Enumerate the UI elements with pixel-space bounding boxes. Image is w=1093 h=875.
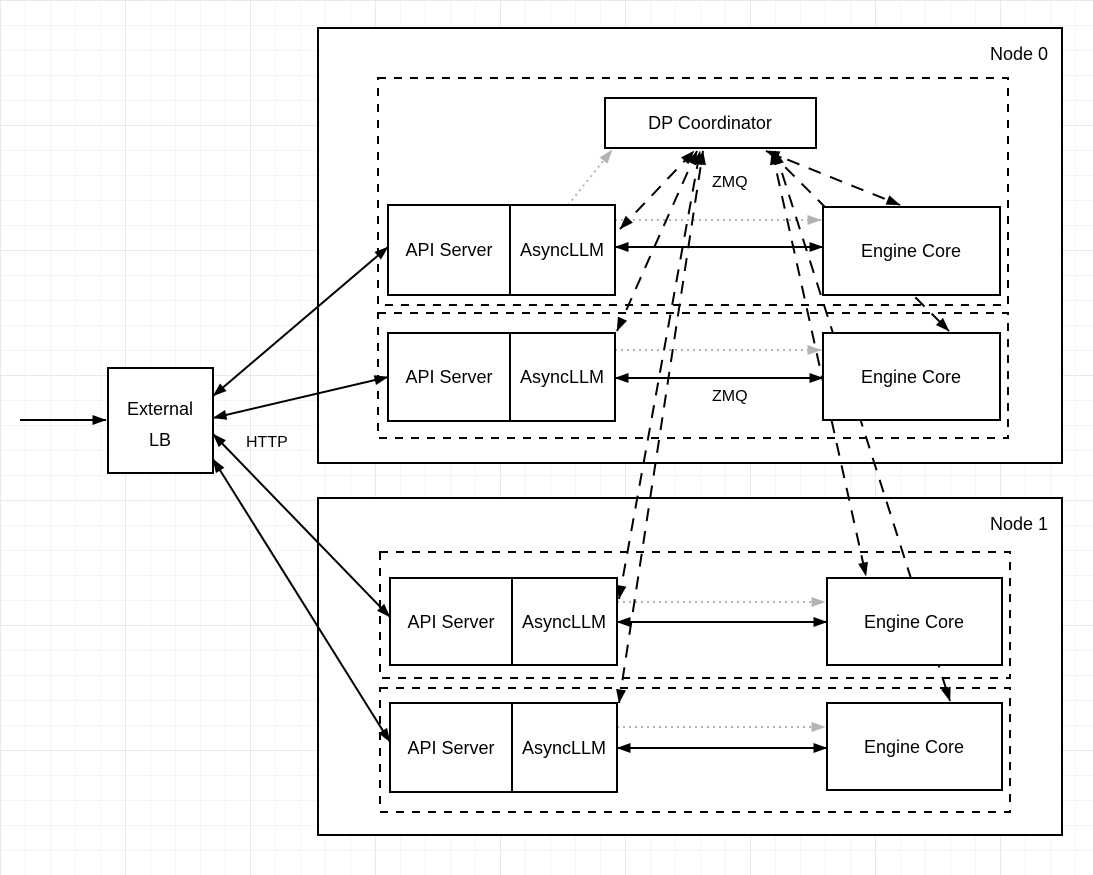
external-lb-label-line1: External xyxy=(127,399,193,419)
asyncllm-label-node0-row1: AsyncLLM xyxy=(520,240,604,260)
zmq-engine-edge-label: ZMQ xyxy=(712,388,748,405)
node1-row2-dashed-group xyxy=(379,687,1011,813)
node1-title: Node 1 xyxy=(990,514,1048,534)
edge-lb-api3-http xyxy=(212,458,391,743)
engine-core-label-node0-row2: Engine Core xyxy=(861,367,961,387)
engine-core-label-node1-row2: Engine Core xyxy=(864,737,964,757)
asyncllm-label-node0-row2: AsyncLLM xyxy=(520,367,604,387)
api-async-box-node0-row1 xyxy=(387,204,616,296)
api-async-box-node1-row2 xyxy=(389,702,618,793)
api-server-label-node0-row2: API Server xyxy=(405,367,492,387)
edge-lb-api0-http xyxy=(212,246,389,397)
zmq-coordinator-edge-label: ZMQ xyxy=(712,174,748,191)
engine-core-box-node1-row2 xyxy=(826,702,1003,791)
api-server-label-node0-row1: API Server xyxy=(405,240,492,260)
http-edge-label: HTTP xyxy=(246,434,288,451)
engine-core-box-node0-row2 xyxy=(822,332,1001,421)
engine-core-box-node1-row1 xyxy=(826,577,1003,666)
edge-coordinator-engine3-dashed xyxy=(774,150,951,702)
engine-core-label-node1-row1: Engine Core xyxy=(864,612,964,632)
external-lb-label-line2: LB xyxy=(149,430,171,450)
dp-coordinator-label: DP Coordinator xyxy=(648,113,772,133)
api-server-label-node1-row1: API Server xyxy=(407,612,494,632)
api-async-box-node1-row1 xyxy=(389,577,618,666)
asyncllm-label-node1-row1: AsyncLLM xyxy=(522,612,606,632)
engine-core-label-node0-row1: Engine Core xyxy=(861,241,961,261)
node0-title: Node 0 xyxy=(990,44,1048,64)
asyncllm-label-node1-row2: AsyncLLM xyxy=(522,738,606,758)
api-async-box-node0-row2 xyxy=(387,332,616,422)
api-server-label-node1-row2: API Server xyxy=(407,738,494,758)
external-lb-box xyxy=(107,367,214,474)
node1-row1-dashed-group xyxy=(379,551,1011,679)
dp-coordinator-box xyxy=(604,97,817,149)
engine-core-box-node0-row1 xyxy=(822,206,1001,296)
edge-lb-api1-http xyxy=(212,375,389,420)
edge-coordinator-asyncllm3-dashed xyxy=(616,150,706,704)
